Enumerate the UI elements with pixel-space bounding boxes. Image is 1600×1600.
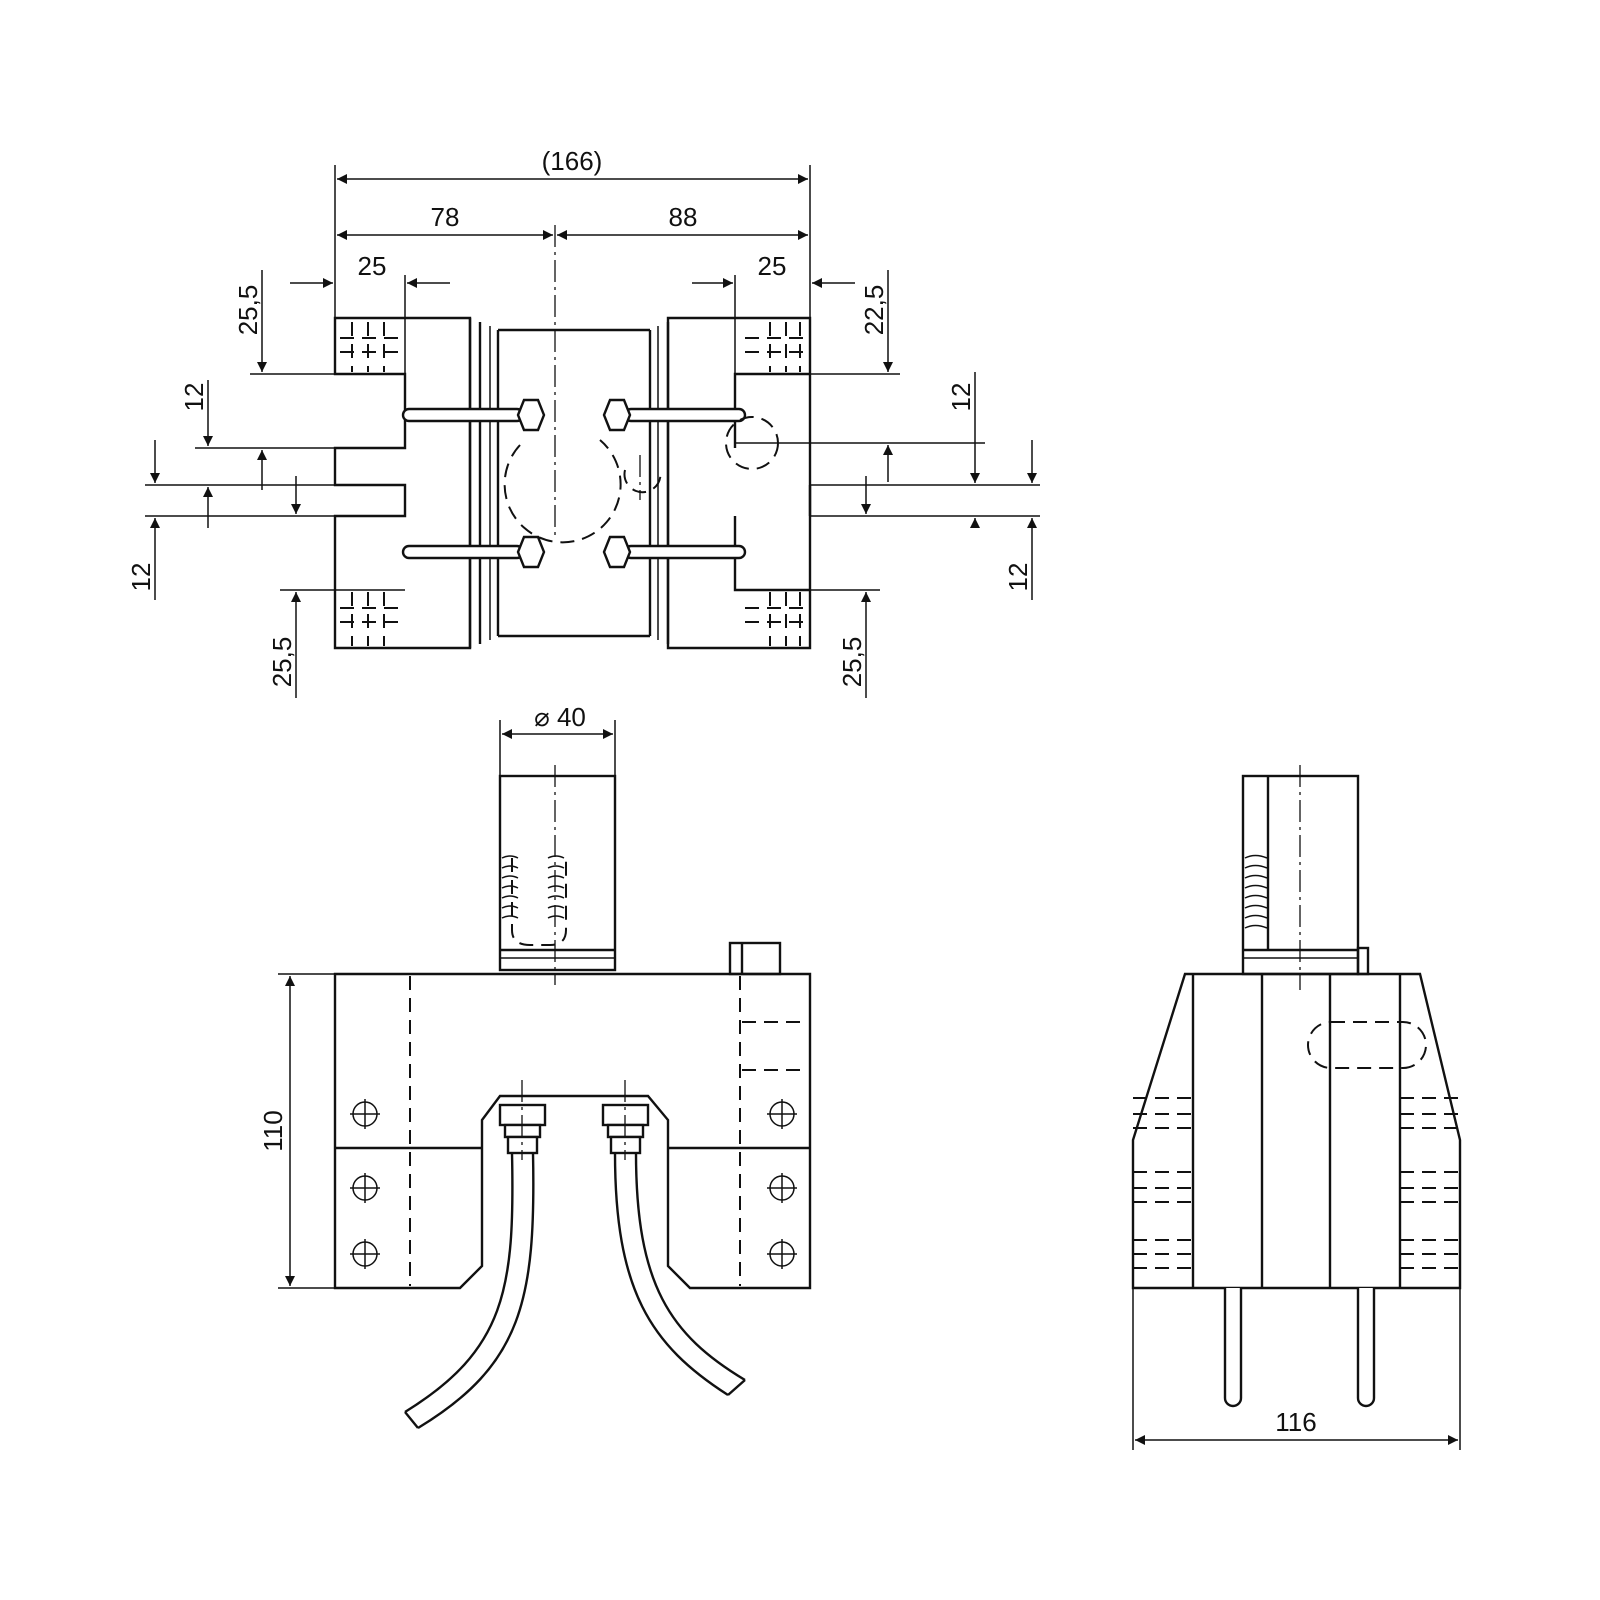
- dim-left-lower-gap: 12: [126, 563, 156, 592]
- dim-top-left-depth: 25,5: [233, 285, 263, 336]
- dim-top-right-depth: 22,5: [859, 285, 889, 336]
- dim-overall-width: (166): [542, 146, 603, 176]
- dimension-labels: (166) 78 88 25 25 25,5 22,5 12 12 12 12 …: [126, 146, 1317, 1437]
- dim-bottom-right-depth: 25,5: [837, 637, 867, 688]
- dim-right-upper-gap: 12: [946, 383, 976, 412]
- dim-side-width: 116: [1275, 1407, 1316, 1437]
- front-view: [333, 765, 812, 1430]
- dim-height: 110: [258, 1110, 288, 1151]
- dim-right-slot-width: 25: [758, 251, 787, 281]
- dim-left-offset: 78: [431, 202, 460, 232]
- dim-left-slot-width: 25: [358, 251, 387, 281]
- dim-left-upper-gap: 12: [179, 383, 209, 412]
- dim-right-lower-gap: 12: [1003, 563, 1033, 592]
- top-view: [333, 225, 812, 650]
- dim-right-offset: 88: [669, 202, 698, 232]
- side-view: [1131, 765, 1462, 1408]
- dimension-lines: [145, 165, 1461, 1450]
- dim-bottom-left-depth: 25,5: [267, 637, 297, 688]
- dim-pipe-diameter: ⌀ 40: [534, 702, 586, 732]
